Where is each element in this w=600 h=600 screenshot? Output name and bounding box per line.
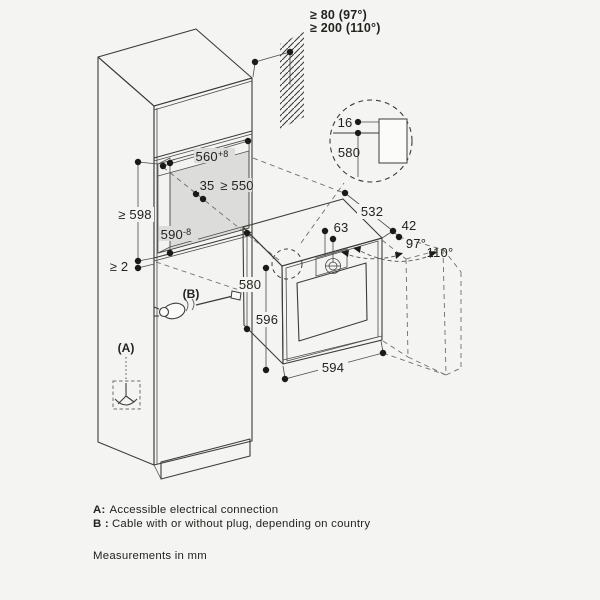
clearance-line2: ≥ 200 (110°) — [310, 21, 381, 35]
dim-wall-tick — [252, 62, 256, 78]
detail-connector — [300, 182, 345, 244]
niche-floor-edge — [169, 224, 250, 248]
wall-hatch — [280, 32, 304, 129]
control-panel — [315, 248, 348, 277]
oven-front-face — [281, 237, 383, 365]
dim-35-label: 35 — [200, 178, 215, 193]
cable-b: (B) — [153, 287, 242, 320]
open-door-bottom-edge — [407, 356, 447, 376]
open-door-bottom-edge2 — [445, 367, 462, 376]
arrowhead-icon — [353, 246, 361, 253]
open-door-mid-edge — [442, 248, 447, 376]
dim-560-label: 560+8 — [196, 149, 229, 164]
dim-590-label: 590-8 — [161, 227, 192, 242]
arrowhead-icon — [429, 251, 437, 258]
clearance-line1: ≥ 80 (97°) — [310, 8, 367, 22]
wall-section — [280, 32, 304, 129]
upper-panel-line2 — [153, 133, 253, 162]
niche-shelf-line2 — [153, 234, 253, 262]
angle-110-label: 110° — [427, 245, 454, 260]
connection-box — [112, 380, 141, 410]
cabinet-plinth — [160, 438, 251, 480]
oven — [242, 198, 383, 365]
oven-door-frame — [285, 240, 379, 362]
dim-598-leader — [137, 161, 159, 165]
dim-dot — [354, 129, 362, 137]
angle-97-label: 97° — [406, 236, 426, 251]
cable-line — [195, 295, 234, 306]
door-glass — [296, 262, 368, 342]
detail-panel-section — [378, 118, 408, 164]
detail-gap-label: 16 — [338, 115, 353, 130]
insert-guide-bottom — [155, 261, 243, 292]
connection-a: (A) — [112, 341, 141, 410]
cabinet-front-face — [153, 77, 253, 466]
insert-guide-mid — [252, 157, 345, 194]
tall-cabinet — [97, 28, 253, 480]
door-swing: 97° 110° — [341, 236, 462, 376]
dim-532-label: 532 — [361, 204, 383, 219]
insert-guide-top — [162, 166, 280, 261]
door-top-connector — [398, 236, 442, 250]
door-hinge-bottom-line — [382, 340, 409, 358]
dim-2-label: ≥ 2 — [110, 259, 129, 274]
cable-connector — [230, 290, 242, 301]
electrical-connection-icon — [114, 383, 138, 406]
detail-height-label: 580 — [338, 145, 360, 160]
open-door-top-edge — [405, 248, 444, 260]
cable-break-mark — [191, 298, 195, 311]
dim-596-label: 596 — [256, 312, 278, 327]
legend-line-b: B :Cable with or without plug, depending… — [93, 518, 370, 530]
arrowhead-icon — [395, 252, 403, 259]
legend: A:Accessible electrical connection B :Ca… — [93, 504, 370, 562]
swing-arc-110 — [354, 247, 437, 262]
dim-42-label: 42 — [402, 218, 417, 233]
dim-dot — [354, 118, 362, 126]
dim-wall-line — [254, 51, 291, 63]
arrowhead-icon — [341, 250, 349, 257]
plug-icon — [153, 302, 186, 320]
dimensions: 560+8 35 ≥ 550 590-8 ≥ 598 ≥ 2 532 42 63 — [110, 48, 417, 383]
cabinet-top-face — [97, 28, 253, 107]
door-bottom-connector — [382, 352, 447, 376]
guide-lines — [155, 157, 345, 292]
cable-break-mark — [185, 299, 189, 312]
dim-63-label: 63 — [334, 220, 349, 235]
open-door-left-edge — [405, 258, 409, 358]
label-a: (A) — [118, 341, 135, 355]
detail-source-circle — [271, 248, 303, 280]
open-door-top-edge2 — [442, 248, 462, 273]
swing-arc-97 — [342, 252, 403, 260]
label-b: (B) — [183, 287, 200, 301]
dim-594-label: 594 — [322, 360, 344, 375]
legend-line-a: A:Accessible electrical connection — [93, 504, 278, 516]
oven-bottom-edge — [282, 335, 383, 361]
dim-550-label: ≥ 550 — [220, 178, 253, 193]
plinth-edge — [153, 464, 162, 480]
dim-580-label: 580 — [239, 277, 261, 292]
dim-598-label: ≥ 598 — [118, 207, 151, 222]
footer-note: Measurements in mm — [93, 550, 207, 562]
upper-panel-line — [153, 130, 253, 159]
cabinet-top-edge-line — [153, 80, 253, 111]
detail-reference: 16 580 — [271, 99, 413, 280]
